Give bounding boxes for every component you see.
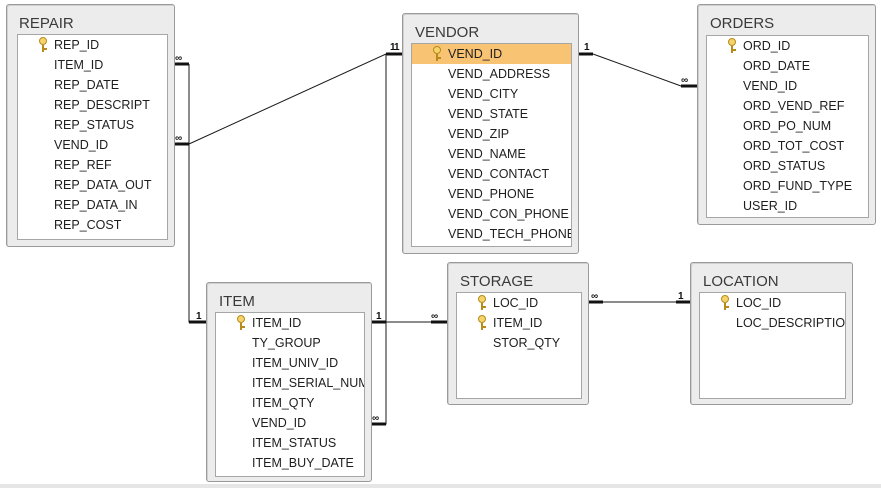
card-location-one: 1 [678,291,684,302]
card-vendor-left-one-b: 1 [394,42,400,53]
table-title-location[interactable]: LOCATION [703,273,779,290]
field-rep-descript[interactable]: REP_DESCRIPT [54,98,150,112]
field-list-orders[interactable]: ORD_ID ORD_DATE VEND_ID ORD_VEND_REF ORD… [706,35,869,218]
card-item-vendor-many: ∞ [372,413,379,424]
card-vendor-right-one: 1 [584,42,590,53]
primary-key-icon [432,46,442,61]
field-ord-po-num[interactable]: ORD_PO_NUM [743,119,832,133]
table-title-orders[interactable]: ORDERS [710,15,775,32]
table-title-repair[interactable]: REPAIR [19,15,74,32]
field-loc-id[interactable]: LOC_ID [457,293,581,313]
rel-line-vendor-orders [592,53,682,87]
rel-line-vendor-item [372,54,387,425]
field-user-id[interactable]: USER_ID [743,199,798,213]
field-stor-qty[interactable]: STOR_QTY [493,336,561,350]
card-repair-vendor-many: ∞ [175,133,182,144]
table-repair[interactable]: REPAIR REP_ID ITEM_ID REP_DATE REP_DESCR… [6,4,175,247]
rel-line-item-repair [188,64,206,323]
table-title-vendor[interactable]: VENDOR [415,24,480,41]
field-vend-id-selected[interactable]: VEND_ID [412,44,571,64]
field-item-status[interactable]: ITEM_STATUS [252,436,337,450]
field-rep-data-out[interactable]: REP_DATA_OUT [54,178,152,192]
field-item-id[interactable]: ITEM_ID [54,58,104,72]
card-repair-item-many: ∞ [175,53,182,64]
rel-line-vendor-repair [188,53,387,145]
field-ord-vend-ref[interactable]: ORD_VEND_REF [743,99,845,113]
field-rep-data-in[interactable]: REP_DATA_IN [54,198,138,212]
field-list-vendor[interactable]: VEND_ID VEND_ADDRESS VEND_CITY VEND_STAT… [411,43,572,247]
field-item-serial-num[interactable]: ITEM_SERIAL_NUM [252,376,365,390]
field-list-item[interactable]: ITEM_ID TY_GROUP ITEM_UNIV_ID ITEM_SERIA… [215,312,365,477]
field-list-location[interactable]: LOC_ID LOC_DESCRIPTION [699,292,846,399]
field-vend-zip[interactable]: VEND_ZIP [448,127,510,141]
field-ord-date[interactable]: ORD_DATE [743,59,811,73]
field-vend-contact[interactable]: VEND_CONTACT [448,167,550,181]
field-rep-status[interactable]: REP_STATUS [54,118,135,132]
card-storage-left-many: ∞ [431,311,438,322]
primary-key-icon [727,38,737,53]
field-item-buy-date[interactable]: ITEM_BUY_DATE [252,456,354,470]
table-vendor[interactable]: VENDOR VEND_ID VEND_ADDRESS VEND_CITY VE… [402,13,579,254]
field-ord-fund-type[interactable]: ORD_FUND_TYPE [743,179,853,193]
field-item-id[interactable]: ITEM_ID [216,313,364,333]
field-item-id[interactable]: ITEM_ID [457,313,581,333]
primary-key-icon [477,295,487,310]
field-vend-name[interactable]: VEND_NAME [448,147,526,161]
field-rep-id[interactable]: REP_ID [18,35,167,55]
field-vend-id[interactable]: VEND_ID [252,416,307,430]
card-storage-right-many: ∞ [591,291,598,302]
field-vend-phone[interactable]: VEND_PHONE [448,187,535,201]
field-vend-city[interactable]: VEND_CITY [448,87,519,101]
field-rep-ref[interactable]: REP_REF [54,158,112,172]
table-storage[interactable]: STORAGE LOC_ID ITEM_ID STOR_QTY [447,262,589,405]
table-title-item[interactable]: ITEM [219,293,255,310]
table-title-storage[interactable]: STORAGE [460,273,534,290]
field-vend-id[interactable]: VEND_ID [743,79,798,93]
field-vend-tech-phone[interactable]: VEND_TECH_PHONE [448,227,572,241]
field-rep-date[interactable]: REP_DATE [54,78,120,92]
field-ord-id[interactable]: ORD_ID [707,36,868,56]
field-vend-address[interactable]: VEND_ADDRESS [448,67,551,81]
primary-key-icon [236,315,246,330]
field-rep-cost[interactable]: REP_COST [54,218,122,232]
table-location[interactable]: LOCATION LOC_ID LOC_DESCRIPTION [690,262,853,405]
card-vendor-left-one: 1 [390,42,396,53]
card-item-right-one: 1 [376,311,382,322]
canvas-bottom-edge [0,484,881,488]
field-item-univ-id[interactable]: ITEM_UNIV_ID [252,356,339,370]
field-vend-id[interactable]: VEND_ID [54,138,109,152]
table-item[interactable]: ITEM ITEM_ID TY_GROUP ITEM_UNIV_ID ITEM_… [206,282,372,482]
field-list-repair[interactable]: REP_ID ITEM_ID REP_DATE REP_DESCRIPT REP… [17,34,168,240]
primary-key-icon [720,295,730,310]
field-loc-id[interactable]: LOC_ID [700,293,845,313]
card-orders-many: ∞ [681,75,688,86]
field-vend-con-phone[interactable]: VEND_CON_PHONE [448,207,569,221]
card-item-left-one: 1 [196,311,202,322]
field-item-qty[interactable]: ITEM_QTY [252,396,315,410]
field-vend-state[interactable]: VEND_STATE [448,107,529,121]
primary-key-icon [477,315,487,330]
primary-key-icon [38,37,48,52]
field-ord-tot-cost[interactable]: ORD_TOT_COST [743,139,845,153]
field-loc-description[interactable]: LOC_DESCRIPTION [736,316,846,330]
field-ord-status[interactable]: ORD_STATUS [743,159,826,173]
field-ty-group[interactable]: TY_GROUP [252,336,321,350]
field-list-storage[interactable]: LOC_ID ITEM_ID STOR_QTY [456,292,582,399]
table-orders[interactable]: ORDERS ORD_ID ORD_DATE VEND_ID ORD_VEND_… [697,4,876,225]
